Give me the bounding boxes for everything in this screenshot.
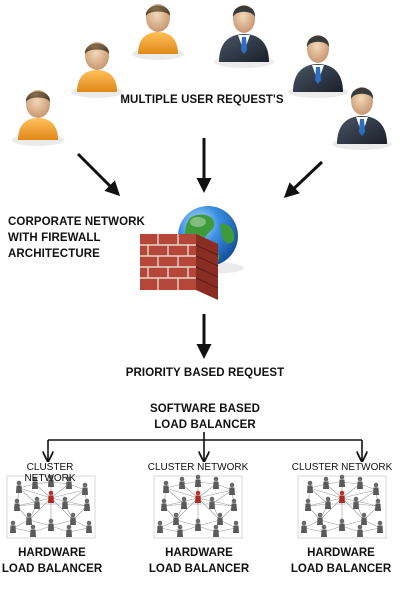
business-user-icon [288, 35, 348, 98]
hardware-line-1: HARDWARE [307, 547, 375, 559]
cluster-title: CLUSTER NETWORK [147, 462, 249, 473]
casual-user-icon [132, 4, 184, 60]
people-network-icon [298, 475, 386, 538]
people-network-icon [7, 475, 95, 538]
casual-user-icon [71, 42, 123, 98]
arrow-right [283, 160, 324, 199]
requests-label: MULTIPLE USER REQUEST'S [120, 94, 284, 106]
corporate-line-2: WITH FIREWALL [8, 232, 101, 244]
hardware-load-balancer-label: HARDWARE LOAD BALANCER [0, 545, 104, 577]
hardware-line-2: LOAD BALANCER [1, 563, 103, 575]
hardware-load-balancer-label: HARDWARE LOAD BALANCER [146, 545, 252, 577]
people-network-icon [154, 475, 242, 538]
brick-firewall-icon [140, 234, 219, 300]
hardware-line-2: LOAD BALANCER [148, 563, 250, 575]
hardware-line-1: HARDWARE [165, 547, 233, 559]
casual-user-icon [12, 90, 64, 146]
priority-label: PRIORITY BASED REQUEST [125, 367, 285, 379]
corporate-line-3: ARCHITECTURE [8, 248, 100, 260]
arrow-left [76, 152, 121, 197]
software-load-balancer-label: SOFTWARE BASED LOAD BALANCER [120, 401, 290, 433]
cluster-title: CLUSTER NETWORK [291, 462, 393, 473]
hardware-line-1: HARDWARE [18, 547, 86, 559]
business-user-icon [332, 87, 392, 150]
software-line-2: LOAD BALANCER [154, 419, 256, 431]
software-line-1: SOFTWARE BASED [149, 403, 260, 415]
corporate-line-1: CORPORATE NETWORK [8, 216, 145, 228]
business-user-icon [214, 5, 274, 68]
tree-connector [48, 432, 362, 460]
corporate-network-label: CORPORATE NETWORK WITH FIREWALL ARCHITEC… [8, 214, 158, 262]
hardware-line-2: LOAD BALANCER [290, 563, 392, 575]
hardware-load-balancer-label: HARDWARE LOAD BALANCER [288, 545, 394, 577]
cluster-title: CLUSTER NETWORK [24, 462, 76, 484]
